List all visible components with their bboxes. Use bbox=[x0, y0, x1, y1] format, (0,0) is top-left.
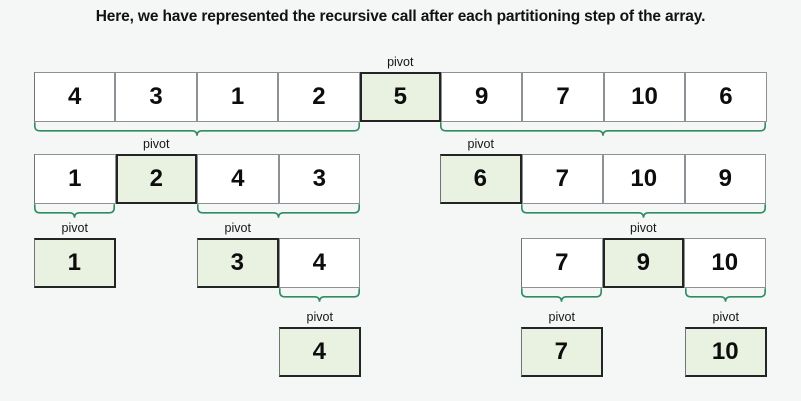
partition-brace bbox=[685, 288, 766, 302]
partition-brace bbox=[34, 204, 115, 218]
array-cell: 4 bbox=[34, 72, 116, 122]
array-cell-pivot: 6 bbox=[440, 154, 522, 204]
pivot-label: pivot bbox=[467, 137, 494, 151]
array-cell-pivot: 5 bbox=[359, 72, 441, 122]
array-cell: 2 bbox=[278, 72, 360, 122]
partition-brace bbox=[521, 204, 766, 218]
partition-brace bbox=[279, 288, 360, 302]
array-cell: 4 bbox=[278, 238, 360, 288]
array-cell: 6 bbox=[685, 72, 767, 122]
array-cell-pivot: 10 bbox=[685, 327, 767, 377]
array-cell: 3 bbox=[278, 154, 360, 204]
partition-brace bbox=[197, 204, 360, 218]
array-cell-pivot: 3 bbox=[197, 238, 279, 288]
array-cell-pivot: 1 bbox=[34, 238, 116, 288]
array-cell: 10 bbox=[603, 72, 686, 122]
partition-brace bbox=[440, 122, 766, 136]
array-cell: 9 bbox=[684, 154, 766, 204]
array-cell: 1 bbox=[34, 154, 116, 204]
pivot-label: pivot bbox=[712, 310, 739, 324]
pivot-label: pivot bbox=[306, 310, 333, 324]
pivot-label: pivot bbox=[61, 221, 88, 235]
array-cell-pivot: 2 bbox=[115, 154, 197, 204]
pivot-label: pivot bbox=[387, 55, 414, 69]
array-cell: 4 bbox=[197, 154, 279, 204]
pivot-label: pivot bbox=[224, 221, 251, 235]
page-title: Here, we have represented the recursive … bbox=[95, 8, 706, 25]
array-cell: 10 bbox=[684, 238, 766, 288]
array-cell-pivot: 7 bbox=[521, 327, 603, 377]
array-cell: 9 bbox=[441, 72, 523, 122]
array-cell: 3 bbox=[115, 72, 197, 122]
array-cell: 7 bbox=[522, 72, 604, 122]
pivot-label: pivot bbox=[548, 310, 575, 324]
pivot-label: pivot bbox=[143, 137, 170, 151]
pivot-label: pivot bbox=[630, 221, 657, 235]
array-cell: 1 bbox=[196, 72, 279, 122]
array-cell-pivot: 4 bbox=[279, 327, 361, 377]
array-cell: 7 bbox=[521, 238, 603, 288]
array-cell: 10 bbox=[603, 154, 685, 204]
partition-brace bbox=[521, 288, 602, 302]
partition-brace bbox=[34, 122, 360, 136]
array-cell-pivot: 9 bbox=[602, 238, 684, 288]
array-cell: 7 bbox=[521, 154, 603, 204]
